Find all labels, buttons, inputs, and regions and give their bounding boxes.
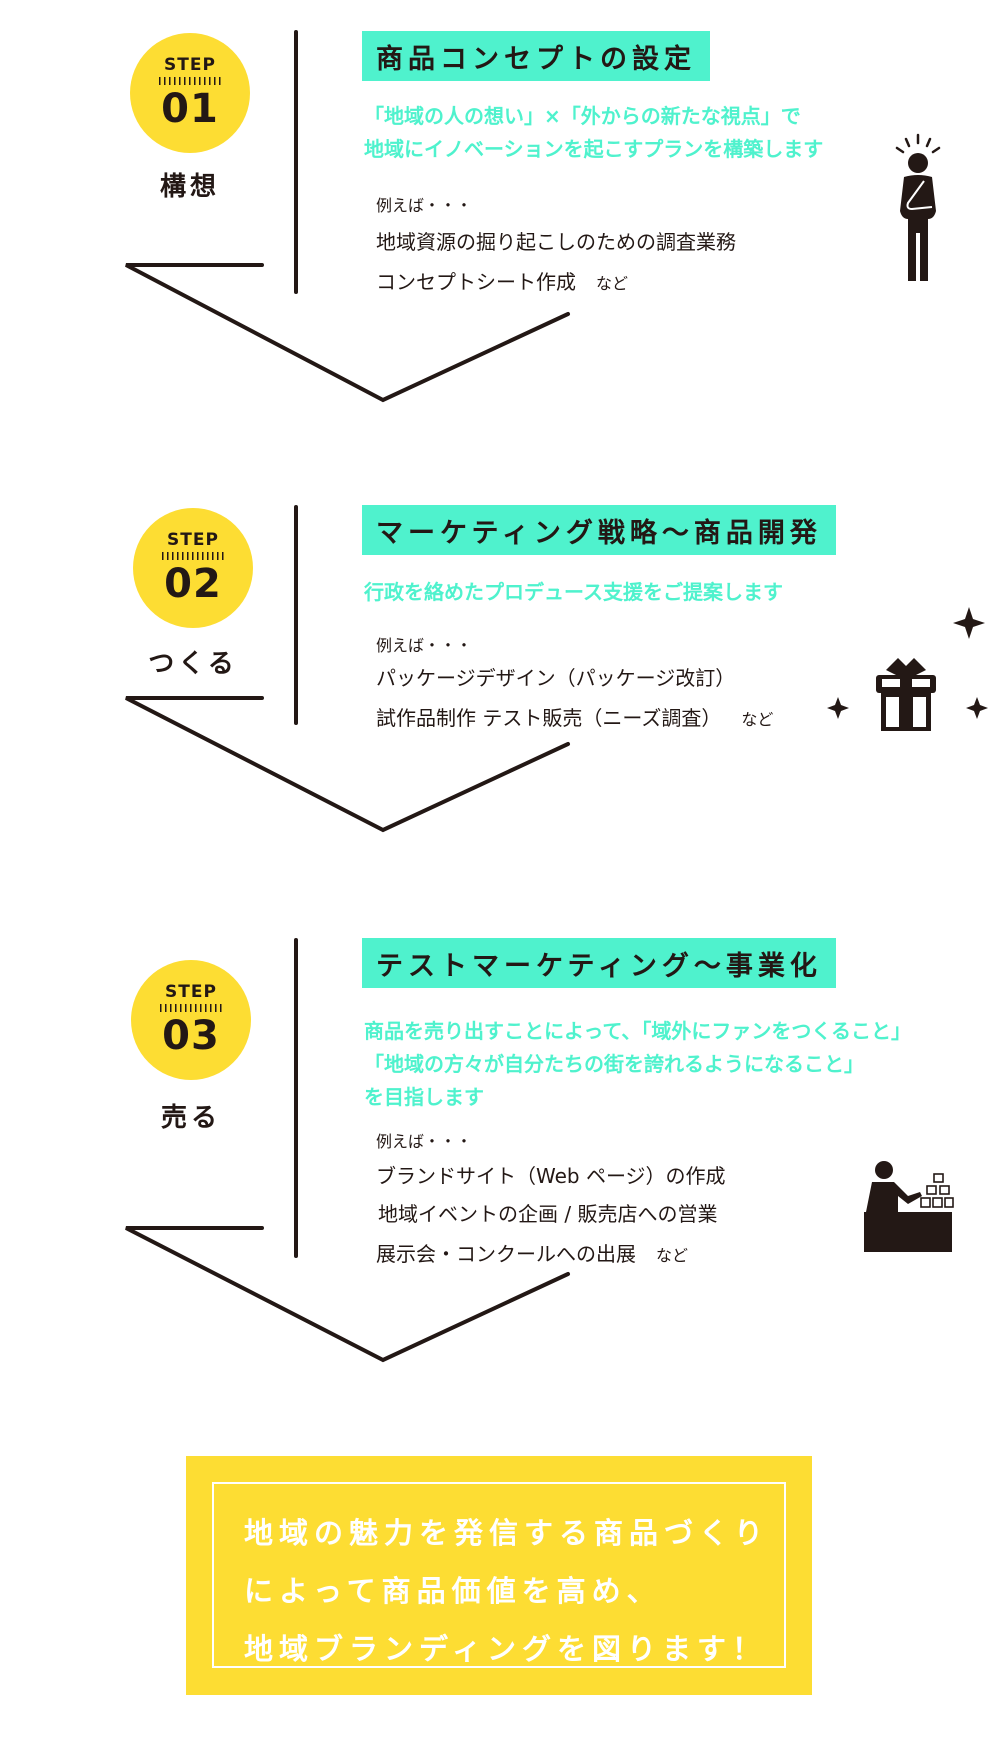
etc-label: など: [741, 710, 774, 729]
lead-line: 地域にイノベーションを起こすプランを構築します: [364, 137, 824, 161]
step-badge: STEP 03: [131, 960, 251, 1080]
down-arrow-chevron: [125, 1226, 570, 1363]
step-label: STEP: [165, 981, 217, 1002]
lead-line: 「地域の人の想い」×「外からの新たな視点」で: [364, 104, 801, 128]
example-label: 例えば・・・: [376, 196, 473, 215]
conclusion-box: 地域の魅力を発信する商品づくり によって商品価値を高め、 地域ブランディングを図…: [186, 1456, 812, 1695]
example-item: 地域イベントの企画 / 販売店への営業: [378, 1202, 718, 1226]
lead-line: を目指します: [364, 1085, 484, 1109]
example-item: 試作品制作 テスト販売（ニーズ調査） など: [376, 702, 773, 731]
gift-sparkle-icon: [827, 607, 988, 731]
etc-label: など: [656, 1246, 689, 1265]
step-number: 02: [164, 560, 222, 607]
step-label: STEP: [167, 529, 219, 550]
lead-line: 「地域の方々が自分たちの街を誇れるようになること」: [364, 1052, 864, 1076]
example-item: ブランドサイト（Web ページ）の作成: [376, 1164, 726, 1188]
thinking-person-icon: [895, 133, 941, 281]
example-label: 例えば・・・: [376, 1132, 473, 1151]
example-item-text: コンセプトシート作成: [376, 270, 576, 294]
lead-line: 商品を売り出すことによって、「域外にファンをつくること」: [364, 1019, 911, 1043]
divider-line: [294, 505, 298, 725]
example-item-text: 試作品制作 テスト販売（ニーズ調査）: [376, 706, 722, 730]
phase-label: 構想: [159, 172, 220, 202]
example-item: 展示会・コンクールへの出展 など: [376, 1238, 688, 1267]
down-arrow-chevron: [125, 263, 570, 403]
conclusion-line: によって商品価値を高め、: [244, 1574, 662, 1608]
etc-label: など: [596, 274, 629, 293]
step-title: マーケティング戦略～商品開発: [362, 505, 836, 555]
step-label: STEP: [164, 54, 216, 75]
divider-line: [294, 30, 298, 294]
example-item-text: 展示会・コンクールへの出展: [376, 1242, 636, 1266]
step-lead: 行政を絡めたプロデュース支援をご提案します: [364, 576, 783, 609]
step-number: 01: [161, 85, 219, 132]
conclusion-border: 地域の魅力を発信する商品づくり によって商品価値を高め、 地域ブランディングを図…: [212, 1482, 786, 1668]
phase-label: つくる: [148, 649, 238, 679]
example-item: コンセプトシート作成 など: [376, 266, 628, 295]
example-item: パッケージデザイン（パッケージ改訂）: [376, 666, 736, 690]
step-title: テストマーケティング～事業化: [362, 938, 836, 988]
conclusion-line: 地域ブランディングを図ります！: [244, 1632, 767, 1666]
ruler-ticks-icon: [162, 551, 224, 560]
down-arrow-chevron: [125, 696, 570, 833]
ruler-ticks-icon: [160, 1003, 222, 1012]
step-number: 03: [162, 1012, 220, 1059]
lead-line: 行政を絡めたプロデュース支援をご提案します: [364, 580, 783, 604]
step-lead: 「地域の人の想い」×「外からの新たな視点」で 地域にイノベーションを起こすプラン…: [364, 100, 823, 166]
example-item: 地域資源の掘り起こしのための調査業務: [376, 230, 736, 254]
seller-counter-icon: [864, 1161, 954, 1252]
divider-line: [294, 938, 298, 1258]
step-title: 商品コンセプトの設定: [362, 31, 710, 81]
step-badge: STEP 02: [133, 508, 253, 628]
step-lead: 商品を売り出すことによって、「域外にファンをつくること」 「地域の方々が自分たち…: [364, 1015, 911, 1114]
ruler-ticks-icon: [159, 76, 221, 85]
example-label: 例えば・・・: [376, 636, 473, 655]
conclusion-line: 地域の魅力を発信する商品づくり: [244, 1516, 770, 1550]
step-badge: STEP 01: [130, 33, 250, 153]
phase-label: 売る: [160, 1103, 221, 1133]
